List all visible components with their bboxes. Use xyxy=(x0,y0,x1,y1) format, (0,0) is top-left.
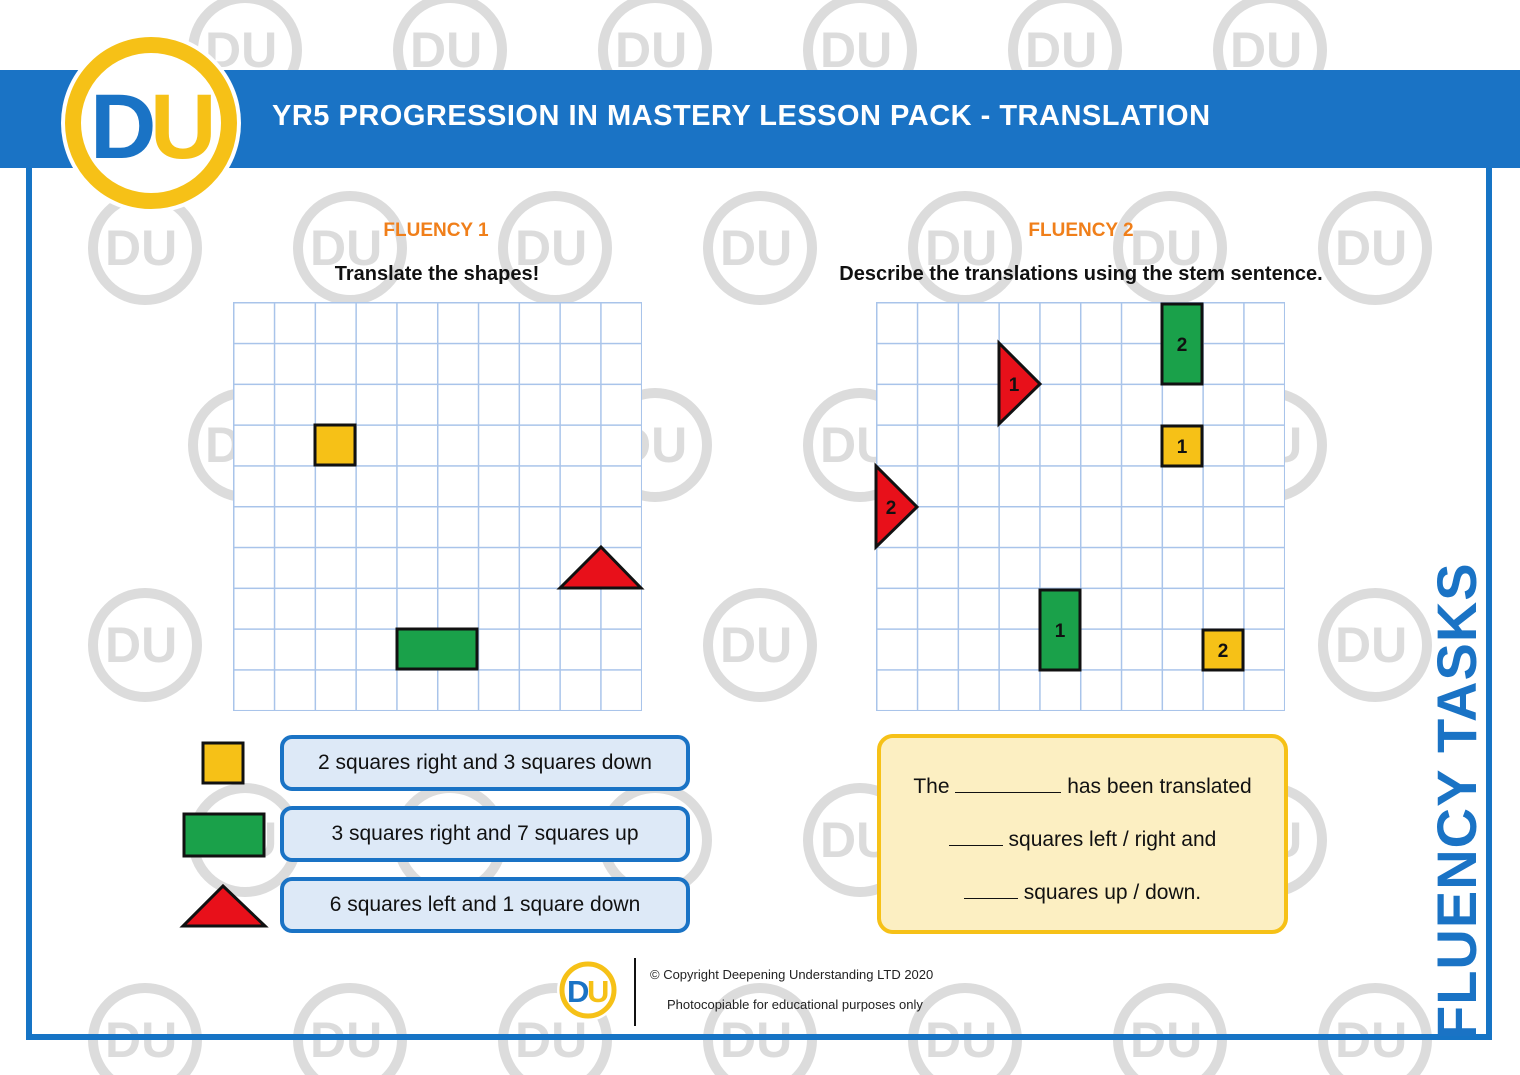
stem-blank-horizontal[interactable] xyxy=(948,827,1003,846)
svg-text:D: D xyxy=(90,76,156,178)
fluency1-instruction: Translate the shapes! xyxy=(334,263,540,285)
svg-text:1: 1 xyxy=(1177,437,1188,458)
svg-text:1: 1 xyxy=(1055,621,1066,642)
svg-text:D: D xyxy=(567,974,589,1009)
fluency2-shapes: 2 1 1 2 1 2 xyxy=(874,302,1245,672)
green-rectangle-2 xyxy=(1160,302,1204,386)
stem-line-3: squares up / down. xyxy=(881,880,1284,905)
yellow-square-shape xyxy=(313,423,357,467)
stem-line-1: The has been translated xyxy=(913,774,1252,798)
svg-text:U: U xyxy=(587,974,609,1009)
du-logo: D U xyxy=(61,33,241,213)
svg-text:2: 2 xyxy=(886,498,897,519)
footer-du-logo: D U xyxy=(557,959,619,1021)
translation-instruction-2: 3 squares right and 7 squares up xyxy=(280,806,690,862)
fluency1-shapes xyxy=(313,423,645,671)
svg-text:2: 2 xyxy=(1218,641,1229,662)
red-triangle-icon xyxy=(179,883,269,928)
fluency-tasks-side-label: FLUENCY TASKS xyxy=(1425,562,1488,1040)
footer-divider xyxy=(634,958,636,1026)
header-bar xyxy=(0,70,1520,168)
footer-copyright: © Copyright Deepening Understanding LTD … xyxy=(650,967,934,982)
page-title: YR5 PROGRESSION IN MASTERY LESSON PACK -… xyxy=(272,100,1211,132)
svg-text:2: 2 xyxy=(1177,335,1188,356)
stem-sentence-box: The has been translated squares left / r… xyxy=(877,734,1288,934)
fluency2-instruction: Describe the translations using the stem… xyxy=(839,263,1323,285)
translation-instruction-1: 2 squares right and 3 squares down xyxy=(280,735,690,791)
footer-note: Photocopiable for educational purposes o… xyxy=(667,997,923,1012)
green-rectangle-1 xyxy=(1038,588,1082,672)
stem-line-2: squares left / right and xyxy=(881,827,1284,852)
green-rectangle-icon xyxy=(182,812,266,858)
svg-text:U: U xyxy=(150,76,216,178)
stem-blank-vertical[interactable] xyxy=(963,880,1018,899)
red-triangle-1 xyxy=(997,339,1043,428)
stem-blank-shape[interactable] xyxy=(955,774,1062,793)
svg-text:1: 1 xyxy=(1009,375,1020,396)
green-rectangle-shape xyxy=(395,627,479,671)
fluency1-title: FLUENCY 1 xyxy=(383,220,489,241)
yellow-square-icon xyxy=(201,741,245,785)
translation-instruction-3: 6 squares left and 1 square down xyxy=(280,877,690,933)
fluency1-grid xyxy=(233,302,642,711)
red-triangle-shape xyxy=(556,544,645,590)
yellow-square-2 xyxy=(1201,628,1245,672)
yellow-square-1 xyxy=(1160,424,1204,468)
red-triangle-2 xyxy=(874,462,920,551)
fluency2-title: FLUENCY 2 xyxy=(1028,220,1134,241)
